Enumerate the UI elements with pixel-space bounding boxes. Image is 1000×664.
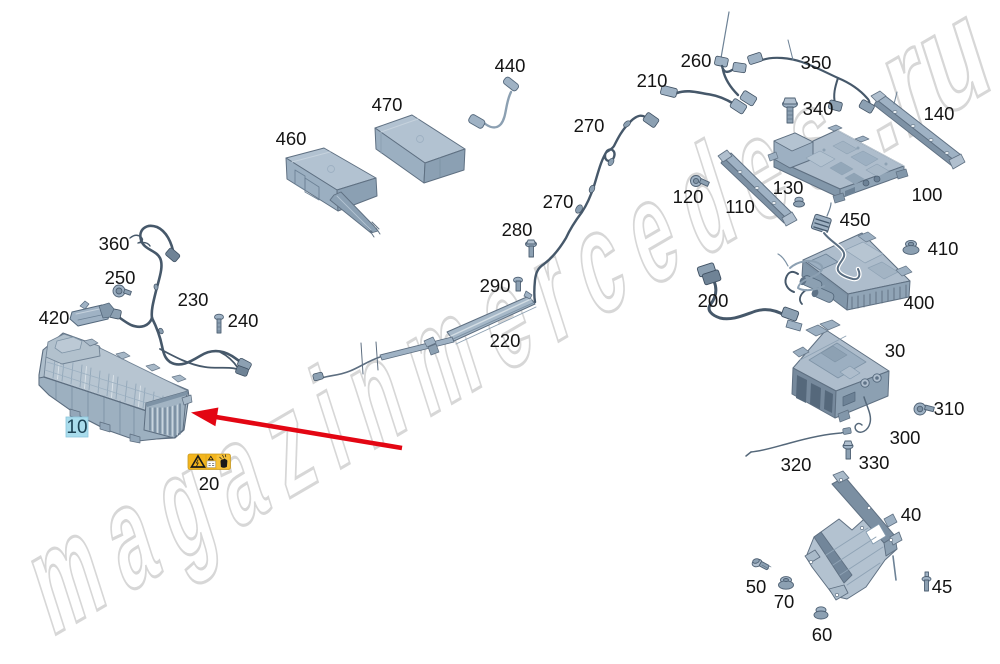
svg-text:10: 10 — [66, 417, 87, 438]
svg-text:230: 230 — [178, 289, 209, 310]
svg-text:50: 50 — [746, 576, 767, 597]
svg-text:350: 350 — [801, 52, 832, 73]
svg-text:220: 220 — [490, 330, 521, 351]
svg-text:320: 320 — [781, 454, 812, 475]
svg-text:70: 70 — [774, 591, 795, 612]
svg-text:210: 210 — [637, 70, 668, 91]
svg-text:310: 310 — [934, 398, 965, 419]
svg-text:280: 280 — [502, 219, 533, 240]
svg-text:120: 120 — [673, 186, 704, 207]
svg-text:130: 130 — [773, 177, 804, 198]
svg-text:420: 420 — [39, 307, 70, 328]
svg-text:240: 240 — [228, 310, 259, 331]
svg-text:470: 470 — [372, 94, 403, 115]
svg-text:30: 30 — [885, 340, 906, 361]
svg-text:60: 60 — [812, 624, 833, 645]
svg-text:270: 270 — [543, 191, 574, 212]
svg-text:410: 410 — [928, 238, 959, 259]
svg-text:200: 200 — [698, 290, 729, 311]
svg-text:440: 440 — [495, 55, 526, 76]
svg-text:20: 20 — [199, 473, 220, 494]
svg-text:260: 260 — [681, 50, 712, 71]
svg-text:45: 45 — [932, 576, 953, 597]
svg-text:460: 460 — [276, 128, 307, 149]
svg-text:290: 290 — [480, 275, 511, 296]
svg-text:110: 110 — [725, 196, 755, 217]
svg-text:450: 450 — [840, 209, 871, 230]
svg-text:340: 340 — [803, 98, 834, 119]
svg-text:100: 100 — [912, 184, 943, 205]
svg-text:270: 270 — [574, 115, 605, 136]
svg-text:400: 400 — [904, 292, 935, 313]
svg-text:250: 250 — [105, 267, 136, 288]
svg-text:40: 40 — [901, 504, 922, 525]
svg-text:330: 330 — [859, 452, 890, 473]
svg-text:360: 360 — [99, 233, 130, 254]
svg-text:140: 140 — [924, 103, 955, 124]
svg-text:300: 300 — [890, 427, 921, 448]
